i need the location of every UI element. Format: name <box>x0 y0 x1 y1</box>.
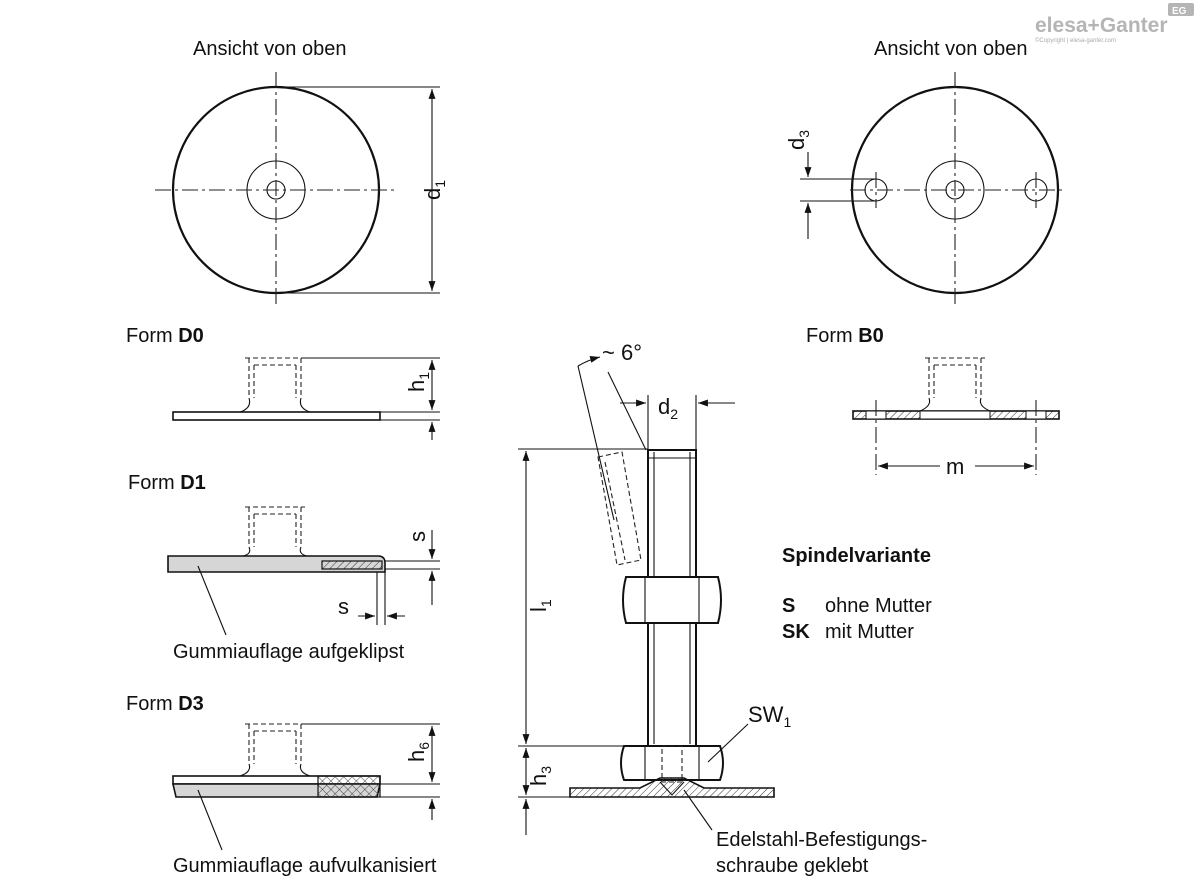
spindle-variant-title: Spindelvariante <box>782 545 931 567</box>
brand-badge: EG <box>1172 6 1187 17</box>
spindle-assembly: ~ 6° d2 l1 <box>518 340 927 877</box>
leader-line <box>197 565 227 636</box>
form-d3: Form D3 h6 Gummiauflage aufvulkanisiert <box>126 693 440 877</box>
screw-annotation-line1: Edelstahl-Befestigungs- <box>716 829 927 851</box>
brand-badge-icon <box>1168 3 1194 16</box>
hex-base <box>620 745 724 781</box>
tilt-line <box>577 365 615 521</box>
hub-hidden-lines <box>245 357 305 398</box>
leader-line <box>197 789 223 851</box>
hub-fillet <box>919 397 991 412</box>
tilted-spindle-hidden <box>597 451 642 566</box>
fastening-screw-head <box>659 781 685 796</box>
brand-logo: elesa+Ganter ©Copyright | elesa-ganter.c… <box>1035 3 1194 44</box>
svg-text:d1: d1 <box>420 180 448 200</box>
form-d3-title: Form D3 <box>126 693 204 715</box>
angle-arc <box>577 356 601 367</box>
angle-label: ~ 6° <box>602 340 642 365</box>
h3-label: h3 <box>526 766 554 786</box>
d1-label: d1 <box>420 180 448 200</box>
spindle-variant-legend: Spindelvariante S ohne Mutter SK mit Mut… <box>782 545 932 643</box>
leader-line <box>683 789 713 831</box>
hub-fillet <box>239 397 311 413</box>
base-plate-section <box>569 777 775 798</box>
s-label-horizontal: s <box>338 594 349 619</box>
variant-text: mit Mutter <box>825 621 914 643</box>
plate-section-hatch <box>321 560 383 570</box>
top-view-left: Ansicht von oben d1 <box>155 38 448 306</box>
d3-label: d3 <box>784 130 812 150</box>
tilted-spindle-hidden <box>604 461 626 561</box>
form-d0-title: Form D0 <box>126 325 204 347</box>
section-crosshatch <box>317 775 381 798</box>
variant-code: S <box>782 595 795 617</box>
top-view-right: Ansicht von oben d3 <box>784 38 1062 306</box>
sw1-label: SW1 <box>748 702 791 730</box>
top-view-right-title: Ansicht von oben <box>874 38 1027 60</box>
hub-section <box>919 410 991 420</box>
h6-label: h6 <box>404 742 432 762</box>
hex-nut <box>622 576 722 624</box>
l1-label: l1 <box>526 599 554 612</box>
svg-text:s: s <box>405 531 430 542</box>
h1-label: h1 <box>404 372 432 392</box>
screw-annotation-line2: schraube geklebt <box>716 855 869 877</box>
form-b0: Form B0 m <box>806 325 1060 479</box>
hub-hidden-lines <box>925 357 985 398</box>
brand-copyright: ©Copyright | elesa-ganter.com <box>1035 37 1116 44</box>
svg-text:l1: l1 <box>526 599 554 612</box>
top-view-left-title: Ansicht von oben <box>193 38 346 60</box>
variant-text: ohne Mutter <box>825 595 932 617</box>
rubber-clipped-annotation: Gummiauflage aufgeklipst <box>173 641 405 663</box>
brand-logo-text: elesa+Ganter <box>1035 14 1168 37</box>
form-d1: Form D1 s s Gummiauflage aufgeklipst <box>128 472 440 663</box>
form-d1-title: Form D1 <box>128 472 206 494</box>
svg-text:h1: h1 <box>404 372 432 392</box>
variant-code: SK <box>782 621 810 643</box>
hub-hidden-lines <box>245 506 305 547</box>
rubber-vulcanized-annotation: Gummiauflage aufvulkanisiert <box>173 855 437 877</box>
leader-line <box>707 723 749 763</box>
hub-fillet <box>242 546 308 557</box>
form-b0-title: Form B0 <box>806 325 884 347</box>
svg-text:d3: d3 <box>784 130 812 150</box>
base-plate-section <box>172 411 381 421</box>
m-label: m <box>946 454 964 479</box>
hub-hidden-lines <box>245 723 305 764</box>
svg-text:h6: h6 <box>404 742 432 762</box>
svg-text:h3: h3 <box>526 766 554 786</box>
form-d0: Form D0 h1 <box>126 325 440 440</box>
tilt-line <box>607 371 647 451</box>
d2-label: d2 <box>658 394 678 422</box>
hub-fillet <box>239 763 311 777</box>
s-label-vertical: s <box>405 531 430 542</box>
